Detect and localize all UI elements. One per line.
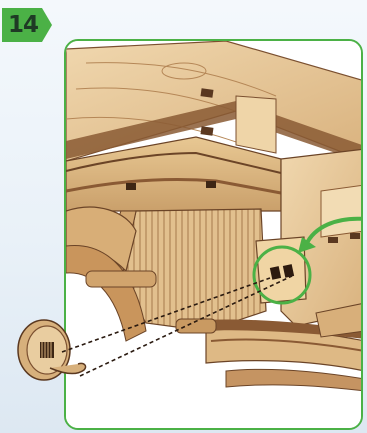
assembly-illustration-frame [64,39,363,430]
step-badge: 14 [2,8,54,42]
headlight-part [14,310,98,390]
step-number: 14 [8,12,46,38]
headlight-part-drawing [14,310,98,390]
assembly-illustration [66,41,363,430]
